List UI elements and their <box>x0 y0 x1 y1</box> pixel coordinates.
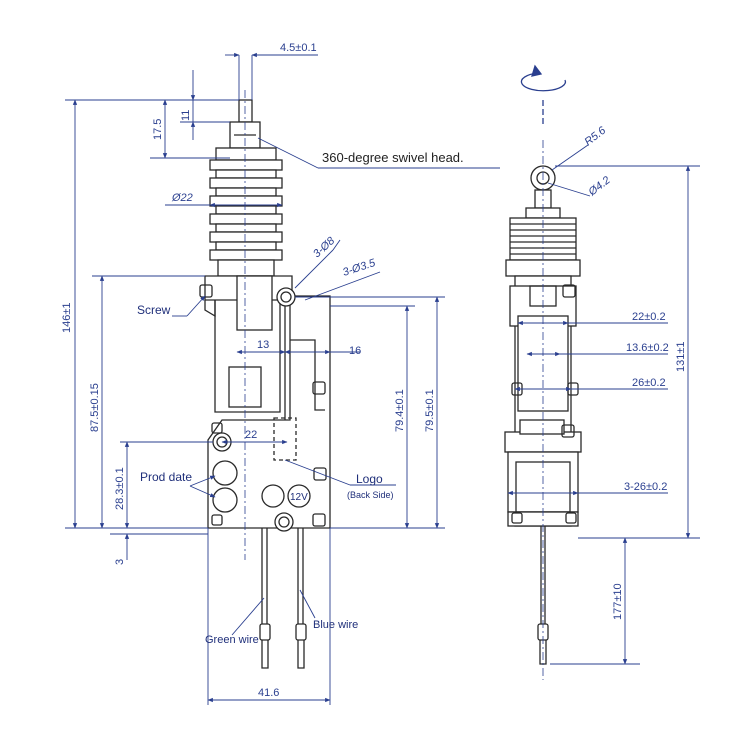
dim-3: 3 <box>114 559 126 565</box>
prod-date-circle-1 <box>212 460 238 486</box>
dim-tip-width: 4.5±0.1 <box>280 42 317 54</box>
swivel-note: 360-degree swivel head. <box>322 150 464 165</box>
rod-tip <box>238 99 253 123</box>
dim-3-26: 3-26±0.2 <box>624 481 667 493</box>
right-dimensions <box>507 140 700 680</box>
blue-wire-label: Blue wire <box>313 619 358 631</box>
dim-phi22: Ø22 <box>171 192 193 204</box>
dim-phi42: Ø4.2 <box>586 174 613 199</box>
prod-date-circle-2 <box>212 487 238 513</box>
dim-width: 41.6 <box>258 687 279 699</box>
logo-label: Logo <box>356 472 383 486</box>
dim-875: 87.5±0.15 <box>89 383 101 432</box>
dim-11: 11 <box>180 110 192 121</box>
rotation-arrow-icon <box>520 72 567 92</box>
voltage-badge: 12V <box>290 492 308 503</box>
dim-r56: R5.6 <box>582 124 608 148</box>
dim-22-right: 22±0.2 <box>632 311 666 323</box>
hole-count-small-label: 3-Ø3.5 <box>341 257 378 279</box>
dim-26: 26±0.2 <box>632 377 666 389</box>
dim-177: 177±10 <box>612 583 624 620</box>
voltage-circle <box>287 484 311 508</box>
dim-795: 79.5±0.1 <box>424 389 436 432</box>
dim-13: 13 <box>257 339 269 351</box>
screw-label: Screw <box>137 303 171 317</box>
dim-283: 28.3±0.1 <box>114 467 126 510</box>
wires <box>259 528 307 669</box>
logo-circle <box>261 484 285 508</box>
dim-794: 79.4±0.1 <box>394 389 406 432</box>
dim-131: 131±1 <box>675 341 687 372</box>
dim-22-left: 22 <box>245 429 257 441</box>
dim-16: 16 <box>349 345 361 357</box>
prod-date-label: Prod date <box>140 470 192 484</box>
dim-17-5: 17.5 <box>152 119 164 140</box>
hole-count-label: 3-Ø8 <box>311 234 338 260</box>
dim-136: 13.6±0.2 <box>626 342 669 354</box>
green-wire-label: Green wire <box>205 634 259 646</box>
dim-height: 146±1 <box>61 302 73 333</box>
rubber-boot <box>209 147 283 277</box>
left-dimensions <box>65 52 500 705</box>
left-view <box>199 90 331 669</box>
logo-sub-label: (Back Side) <box>347 490 394 500</box>
